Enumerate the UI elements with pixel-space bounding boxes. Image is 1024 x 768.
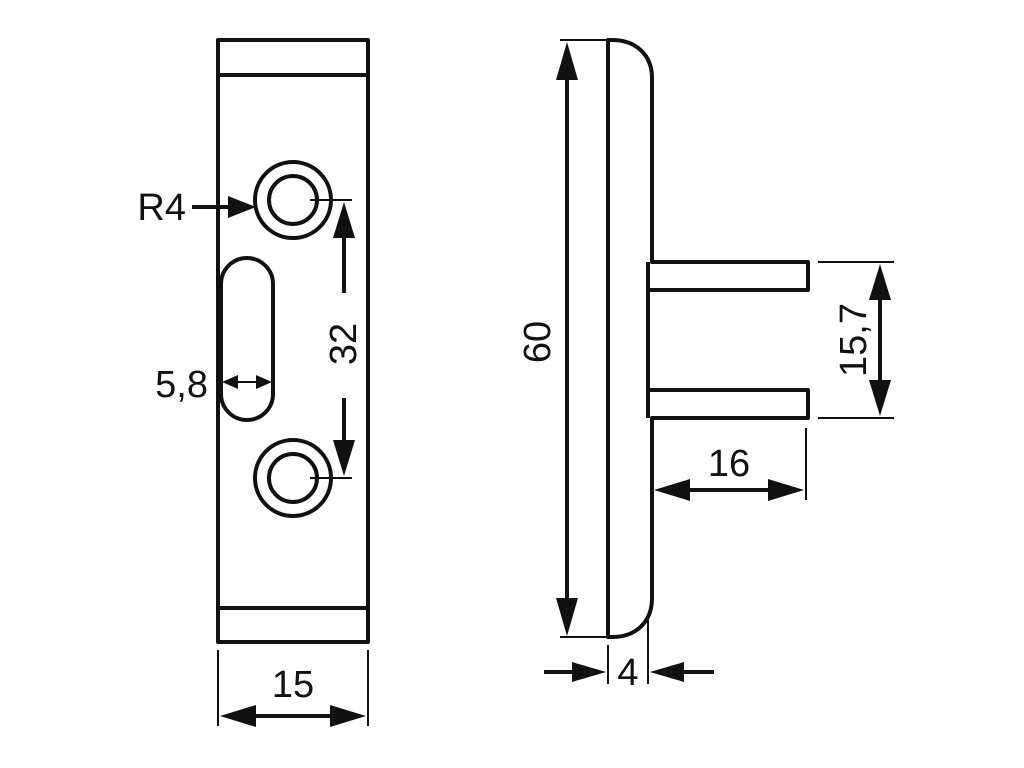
height-label: 60: [517, 321, 559, 363]
radius-label: R4: [137, 187, 186, 229]
tenon-height-dimension: 15,7: [818, 261, 894, 419]
height-arrow-bottom: [556, 598, 578, 636]
tenon-length-label: 16: [708, 443, 750, 485]
tenon-length-arrow-right: [768, 479, 804, 501]
hole-spacing-arrow-top: [333, 202, 355, 238]
slot-width-arrow-right: [256, 375, 272, 389]
slot-width-dimension: 5,8: [155, 364, 272, 406]
hole-spacing-dimension: 32: [310, 199, 365, 479]
thickness-arrow-right: [650, 662, 684, 682]
radius-dimension: R4: [137, 187, 256, 229]
tenon-length-dimension: 16: [651, 428, 807, 501]
plate-width-arrow-left: [220, 705, 256, 727]
radius-arrowhead: [228, 196, 256, 218]
hole-spacing-label: 32: [323, 323, 365, 365]
tenon-length-arrow-left: [654, 479, 690, 501]
slot-width-label: 5,8: [155, 364, 208, 406]
thickness-label: 4: [617, 652, 638, 694]
thickness-dimension: 4: [544, 620, 714, 694]
hole-spacing-arrow-bottom: [333, 440, 355, 476]
height-dimension: 60: [517, 39, 606, 638]
side-profile: [606, 38, 810, 639]
plate-width-arrow-right: [330, 705, 366, 727]
tenon-height-arrow-top: [869, 264, 891, 300]
tenon-height-label: 15,7: [833, 303, 875, 377]
plate-width-dimension: 15: [217, 650, 369, 727]
slot: [219, 256, 275, 422]
front-view: R4 5,8 32 15: [137, 38, 370, 727]
plate-width-label: 15: [272, 664, 314, 706]
tenon-height-arrow-bottom: [869, 380, 891, 416]
slot-width-arrow-left: [222, 375, 238, 389]
height-arrow-top: [556, 42, 578, 80]
thickness-arrow-left: [572, 662, 606, 682]
side-view: 60 15,7 16 4: [517, 38, 894, 694]
